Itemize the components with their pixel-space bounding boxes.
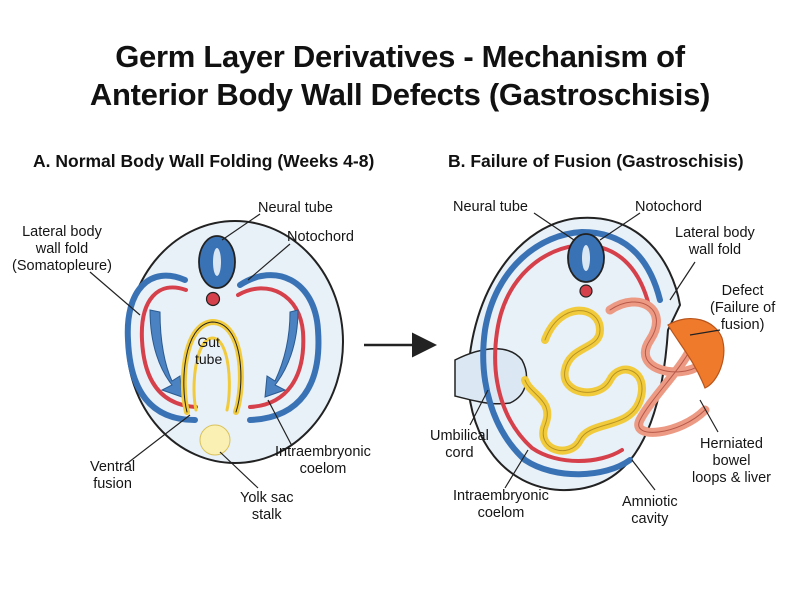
panel-a-embryo — [124, 220, 344, 464]
panel-a-label-ventral-fusion: Ventral fusion — [90, 459, 136, 492]
panel-b-wall-mesoderm — [493, 242, 652, 463]
panel-a-yolk-sac — [199, 424, 231, 456]
title-line-1: Germ Layer Derivatives - Mechanism of — [115, 39, 685, 74]
panel-b-title: B. Failure of Fusion (Gastroschisis) — [448, 151, 744, 171]
panel-a-label-yolk-sac: Yolk sac stalk — [240, 490, 294, 523]
panel-b-label-herniated: Herniated bowel loops & liver — [692, 436, 771, 486]
panel-a-right-fold-ectoderm — [237, 272, 322, 423]
panel-b-label-neural-tube: Neural tube — [453, 199, 528, 215]
diagram-title: Germ Layer Derivatives - Mechanism of An… — [0, 38, 800, 114]
panel-a-title: A. Normal Body Wall Folding (Weeks 4-8) — [33, 151, 375, 171]
panel-a-notochord — [205, 291, 221, 307]
panel-a-label-notochord: Notochord — [287, 229, 354, 245]
panel-b-label-defect: Defect (Failure of fusion) — [710, 283, 776, 333]
panel-b-notochord — [579, 284, 593, 298]
panel-a-left-fold-ectoderm — [124, 272, 198, 423]
panel-a-right-folding-arrow — [264, 309, 299, 398]
panel-a-leader-lines — [89, 213, 293, 489]
panel-b-label-lateral-fold: Lateral body wall fold — [675, 225, 755, 258]
panel-b-wall-ectoderm — [480, 228, 663, 478]
title-line-2: Anterior Body Wall Defects (Gastroschisi… — [89, 77, 711, 112]
panel-a-label-coelom: Intraembryonic coelom — [275, 444, 371, 477]
panel-a-left-fold-mesoderm — [139, 285, 198, 409]
panel-a-label-neural-tube: Neural tube — [258, 200, 333, 216]
panel-a-right-fold-mesoderm — [236, 286, 306, 409]
panel-b-embryo — [454, 216, 725, 492]
panel-b-liver — [667, 317, 725, 389]
panel-b-label-umbilical-cord: Umbilical cord — [430, 428, 489, 461]
panel-b-label-coelom: Intraembryonic coelom — [453, 488, 549, 521]
panel-b-label-notochord: Notochord — [635, 199, 702, 215]
panel-b-label-amniotic: Amniotic cavity — [622, 494, 678, 527]
panel-a-label-lateral-fold: Lateral body wall fold (Somatopleure) — [12, 224, 112, 274]
panel-b-leader-lines — [469, 212, 721, 491]
panel-a-label-gut-tube: Gut tube — [195, 334, 223, 367]
